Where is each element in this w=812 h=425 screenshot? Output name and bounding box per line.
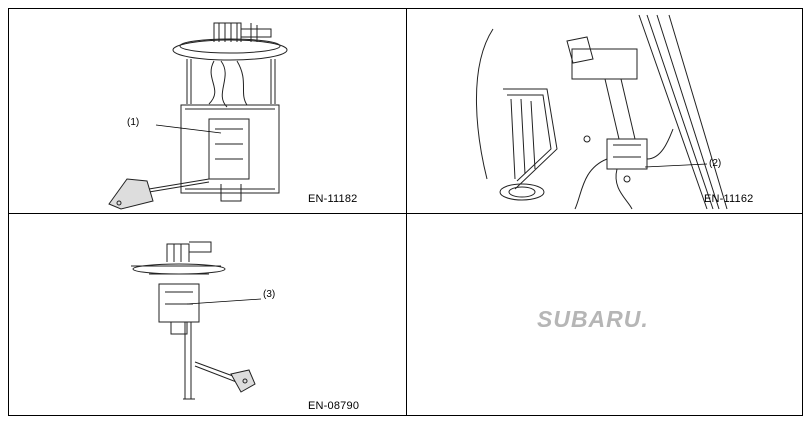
figure-code-3: EN-08790	[308, 400, 360, 412]
figure-code-2: EN-11162	[704, 193, 754, 205]
figure-cell-2: (2) EN-11162	[407, 9, 804, 213]
grid-divider-vertical	[406, 9, 407, 415]
fuel-pump-assembly-illustration	[108, 22, 288, 210]
callout-label-2: (2)	[709, 158, 722, 169]
vehicle-component-illustration	[475, 14, 728, 210]
callout-label-3: (3)	[263, 289, 276, 300]
callout-label-1: (1)	[127, 117, 140, 128]
callout-leader-1	[155, 124, 222, 134]
figure-cell-3: (3) EN-08790	[9, 214, 406, 417]
fuel-sender-illustration	[131, 241, 262, 400]
figure-cell-4: SUBARU.	[407, 214, 804, 417]
figure-cell-1: (1) EN-11182	[9, 9, 406, 213]
subaru-logo: SUBARU.	[537, 306, 649, 332]
grid-divider-horizontal	[9, 213, 802, 214]
callout-leader-2	[644, 163, 708, 168]
callout-leader-3	[186, 298, 262, 305]
figure-grid: (1) EN-11182	[8, 8, 803, 416]
figure-code-1: EN-11182	[308, 193, 358, 205]
